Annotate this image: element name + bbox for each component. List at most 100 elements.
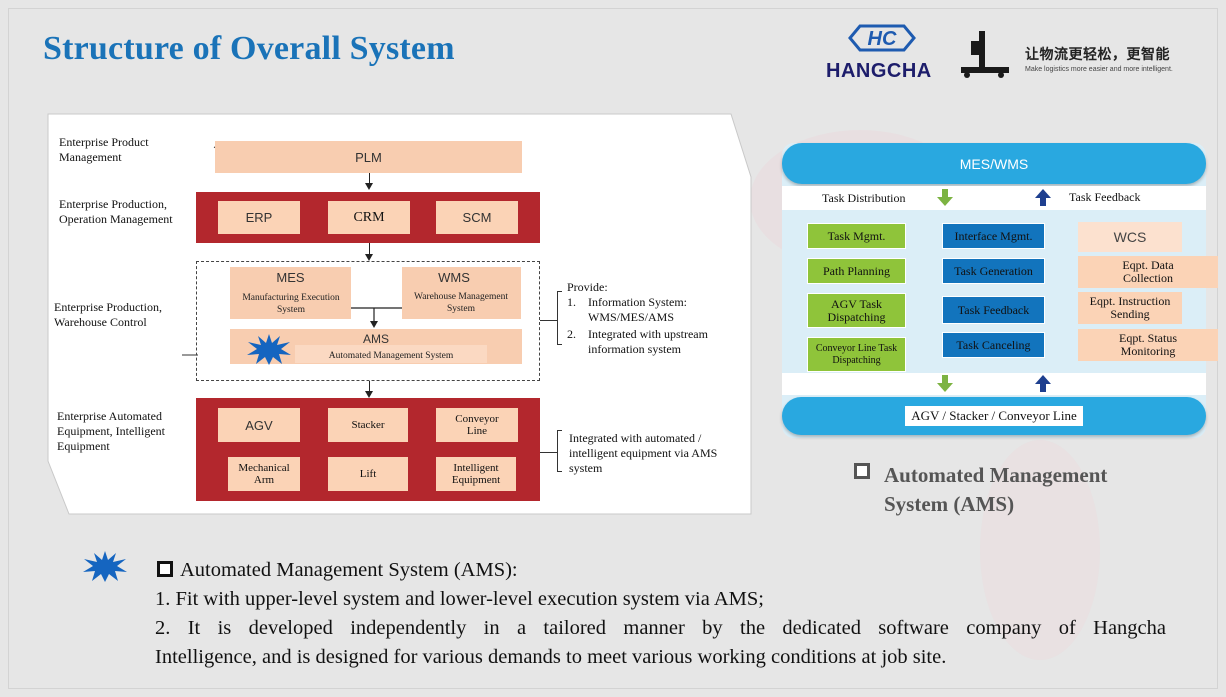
- body-line3: Intelligence, and is designed for variou…: [155, 646, 947, 668]
- task-canceling-box: Task Canceling: [942, 332, 1045, 358]
- arrow-down-green-icon: [937, 375, 953, 392]
- starburst-icon: [247, 334, 291, 365]
- task-distribution-label: Task Distribution: [822, 191, 906, 205]
- provide-heading: Provide:: [567, 280, 608, 294]
- ams-subtitle: Automated Management System: [328, 351, 454, 361]
- wms-subtitle: Warehouse Management System: [414, 292, 508, 314]
- label-warehouse-control: Enterprise Production, Warehouse Control: [54, 300, 162, 329]
- arrow-line: [369, 243, 370, 256]
- starburst-icon: [83, 551, 127, 582]
- body-line2: 2. It is developed independently in a ta…: [155, 617, 1166, 639]
- note-bracket: [557, 430, 562, 472]
- body-heading: Automated Management System (AMS):: [180, 559, 518, 581]
- wms-box: [402, 267, 521, 319]
- body-line1: 1. Fit with upper-level system and lower…: [155, 588, 764, 610]
- ams-title: AMS: [362, 332, 389, 346]
- ams-caption: Automated Management System (AMS): [884, 463, 1108, 516]
- scm-label: SCM: [462, 210, 492, 225]
- note-connector: [540, 452, 557, 453]
- conveyor-task-dispatching-label: Conveyor Line Task Dispatching: [815, 342, 898, 366]
- label-production-operation: Enterprise Production, Operation Managem…: [59, 197, 173, 226]
- arrow-down-green-icon: [937, 189, 953, 206]
- scm-box: SCM: [436, 201, 518, 234]
- eqpt-data-collection-label: Eqpt. Data Collection: [1122, 258, 1174, 285]
- eqpt-data-collection-box: Eqpt. Data Collection: [1078, 256, 1218, 288]
- crm-box: CRM: [328, 201, 410, 234]
- task-mgmt-label: Task Mgmt.: [827, 228, 886, 243]
- task-feedback-box-label: Task Feedback: [957, 302, 1030, 317]
- logo-brand: HANGCHA: [826, 60, 932, 82]
- provide-item1-number: 1.: [567, 295, 576, 309]
- mechanical-arm-box: Mechanical Arm: [228, 457, 300, 491]
- mes-wms-bar: MES/WMS: [782, 143, 1206, 184]
- equipment-bar: AGV / Stacker / Conveyor Line: [782, 397, 1206, 435]
- agv-task-dispatching-box: AGV Task Dispatching: [807, 293, 906, 328]
- intelligent-equipment-box: Intelligent Equipment: [436, 457, 516, 491]
- path-planning-label: Path Planning: [822, 263, 890, 278]
- arrow-up-blue-icon: [1035, 375, 1051, 392]
- bullet-square-icon: [157, 561, 173, 577]
- stacker-label: Stacker: [351, 419, 385, 431]
- mes-wms-label: MES/WMS: [959, 155, 1029, 172]
- eqpt-instruction-sending-label: Eqpt. Instruction Sending: [1089, 294, 1171, 321]
- equipment-bar-label: AGV / Stacker / Conveyor Line: [905, 406, 1083, 426]
- provide-item1: Information System: WMS/MES/AMS: [588, 295, 687, 324]
- ams-subtitle-bg: [295, 345, 487, 363]
- interface-mgmt-label: Interface Mgmt.: [954, 228, 1033, 243]
- conveyor-line-label: Conveyor Line: [455, 413, 499, 437]
- arrow-down-icon: [365, 254, 373, 261]
- page-title: Structure of Overall System: [43, 30, 455, 67]
- note-connector: [540, 320, 557, 321]
- eqpt-status-monitoring-box: Eqpt. Status Monitoring: [1078, 329, 1218, 361]
- task-feedback-box: Task Feedback: [942, 296, 1045, 324]
- arrow-line: [369, 173, 370, 185]
- task-generation-label: Task Generation: [954, 263, 1033, 278]
- conveyor-task-dispatching-box: Conveyor Line Task Dispatching: [807, 337, 906, 372]
- lower-flow-band: [782, 373, 1206, 395]
- task-feedback-label: Task Feedback: [1069, 190, 1141, 204]
- wcs-label: WCS: [1113, 228, 1147, 245]
- plm-label: PLM: [355, 149, 382, 165]
- mechanical-arm-label: Mechanical Arm: [238, 462, 290, 486]
- agv-task-dispatching-label: AGV Task Dispatching: [827, 296, 886, 324]
- logo-subtitle: Make logistics more easier and more inte…: [1025, 66, 1173, 73]
- wcs-box: WCS: [1078, 222, 1182, 252]
- crm-label: CRM: [353, 209, 385, 225]
- logo-slogan: 让物流更轻松，更智能: [1025, 47, 1170, 63]
- svg-text:HC: HC: [868, 28, 897, 50]
- control-layer-frame: [196, 261, 540, 381]
- task-flow-band: [782, 186, 1206, 210]
- task-generation-box: Task Generation: [942, 258, 1045, 284]
- lift-box: Lift: [328, 457, 408, 491]
- hangcha-logo-icon: HC: [848, 24, 916, 52]
- arrow-down-icon: [365, 391, 373, 398]
- label-automated-equipment: Enterprise Automated Equipment, Intellig…: [57, 409, 165, 453]
- integrated-note: Integrated with automated / intelligent …: [569, 431, 718, 475]
- forklift-icon: [961, 31, 1009, 78]
- mes-box: [230, 267, 351, 319]
- plm-box: PLM: [215, 141, 522, 173]
- eqpt-instruction-sending-box: Eqpt. Instruction Sending: [1078, 292, 1182, 324]
- eqpt-status-monitoring-label: Eqpt. Status Monitoring: [1118, 331, 1177, 358]
- stacker-box: Stacker: [328, 408, 408, 442]
- provide-item2: Integrated with upstream information sys…: [588, 327, 708, 356]
- task-canceling-label: Task Canceling: [956, 337, 1031, 352]
- agv-label: AGV: [245, 417, 273, 433]
- bullet-square-icon: [854, 463, 870, 479]
- arrow-line: [369, 381, 370, 393]
- task-mgmt-box: Task Mgmt.: [807, 223, 906, 249]
- provide-item2-number: 2.: [567, 327, 576, 341]
- lift-label: Lift: [359, 468, 377, 480]
- intelligent-equipment-label: Intelligent Equipment: [451, 462, 501, 486]
- arrow-up-blue-icon: [1035, 189, 1051, 206]
- arrow-down-icon: [365, 183, 373, 190]
- erp-box: ERP: [218, 201, 300, 234]
- label-product-management: Enterprise Product Management: [59, 135, 149, 164]
- mes-title: MES: [276, 270, 305, 285]
- mes-subtitle: Manufacturing Execution System: [242, 293, 340, 315]
- erp-label: ERP: [245, 210, 273, 225]
- interface-mgmt-box: Interface Mgmt.: [942, 223, 1045, 249]
- mes-wms-connector: [351, 307, 402, 328]
- wms-title: WMS: [438, 270, 470, 285]
